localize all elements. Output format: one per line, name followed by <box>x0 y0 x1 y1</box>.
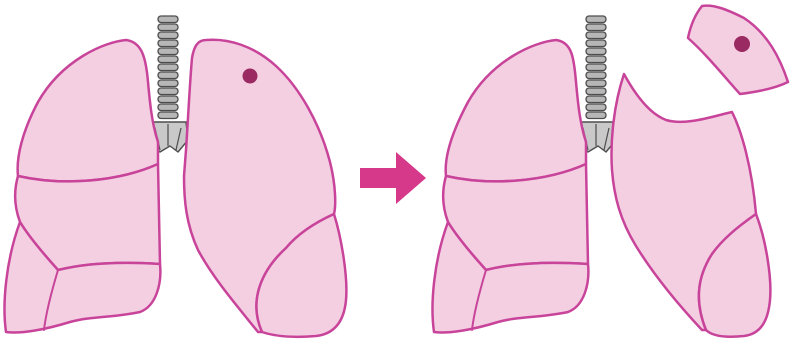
trachea-ring <box>158 32 178 39</box>
trachea-ring <box>158 40 178 47</box>
trachea-ring <box>586 32 606 39</box>
trachea-ring <box>586 104 606 111</box>
trachea-ring <box>158 56 178 63</box>
trachea-ring <box>586 48 606 55</box>
right-upper-lobe <box>18 40 158 181</box>
left-lung-after <box>612 74 771 337</box>
lungs-after <box>433 6 788 337</box>
trachea-ring <box>158 24 178 31</box>
right-arrow-icon <box>360 152 426 204</box>
trachea-ring <box>158 72 178 79</box>
trachea-ring <box>158 16 178 23</box>
trachea-ring <box>158 112 178 119</box>
trachea-ring <box>586 112 606 119</box>
trachea-ring <box>158 64 178 71</box>
trachea-ring <box>158 88 178 95</box>
trachea-ring <box>158 48 178 55</box>
trachea-ring <box>586 64 606 71</box>
trachea-ring <box>586 72 606 79</box>
trachea-ring <box>586 80 606 87</box>
resected-upper-lobe <box>688 6 788 94</box>
tumor-spot <box>734 36 750 52</box>
right-upper-lobe <box>446 40 586 181</box>
trachea-ring <box>586 56 606 63</box>
trachea-ring <box>586 16 606 23</box>
trachea-ring <box>586 40 606 47</box>
trachea-ring <box>586 24 606 31</box>
tumor-spot <box>243 69 258 84</box>
trachea-ring <box>158 96 178 103</box>
trachea-ring <box>586 88 606 95</box>
trachea-ring <box>158 80 178 87</box>
right-lung-after <box>433 40 589 333</box>
left-lung-before <box>184 40 346 337</box>
trachea-ring <box>586 96 606 103</box>
trachea-ring <box>158 104 178 111</box>
lungs-before <box>5 16 347 337</box>
right-lung-before <box>5 40 161 333</box>
